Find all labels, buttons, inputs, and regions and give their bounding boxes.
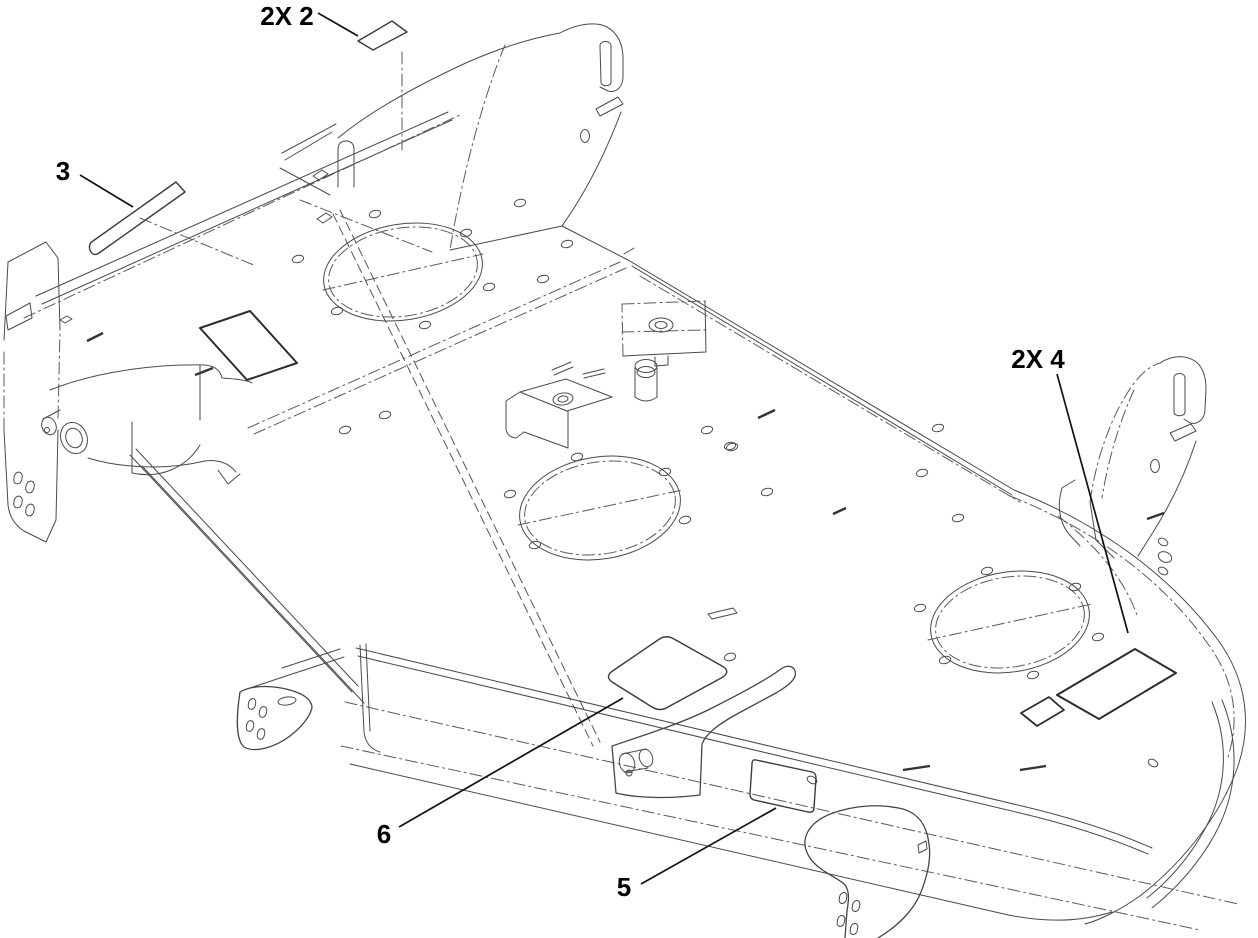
front-hanger-bracket — [279, 23, 624, 253]
left-mounting-plate — [3, 241, 73, 543]
callout-leader-5 — [640, 807, 777, 885]
callout-leader-6 — [398, 697, 624, 828]
callout-label-4: 2X 4 — [1011, 344, 1065, 374]
blade-opening-center — [519, 455, 681, 561]
caster-arm — [41, 364, 253, 485]
decals-layer — [88, 20, 1177, 813]
slot-marks — [86, 247, 1165, 772]
deck-outline — [23, 111, 1246, 931]
spacer-cylinder — [634, 359, 658, 402]
decal-4-left-rear — [199, 310, 298, 381]
rear-hanger-bracket — [1058, 356, 1207, 559]
front-left-corner-bracket — [236, 643, 381, 753]
spindle-cover-plate — [621, 300, 707, 367]
callouts-layer: 2X 2 3 2X 4 5 6 — [56, 1, 1129, 902]
callout-label-5: 5 — [617, 872, 631, 902]
callout-leader-4 — [1056, 373, 1129, 634]
opening-centerlines — [322, 253, 1093, 641]
decal-2 — [357, 20, 408, 51]
callout-leader-2 — [317, 12, 359, 37]
bolt-holes — [291, 198, 1173, 785]
decal-4-right-rear — [1056, 648, 1177, 720]
blade-opening-right — [930, 570, 1090, 674]
center-gooseneck-bracket — [611, 665, 796, 799]
decal-3 — [88, 181, 186, 256]
callout-label-6: 6 — [377, 819, 391, 849]
decal-6 — [607, 636, 728, 711]
blade-opening-left — [323, 222, 483, 322]
callout-leader-3 — [79, 174, 134, 208]
callout-label-3: 3 — [56, 156, 70, 186]
skirt-bracket — [804, 805, 931, 938]
decal-small-right — [1020, 696, 1065, 727]
callout-label-2: 2X 2 — [260, 1, 314, 31]
decal-5 — [749, 759, 817, 813]
channel-bracket — [505, 361, 613, 449]
